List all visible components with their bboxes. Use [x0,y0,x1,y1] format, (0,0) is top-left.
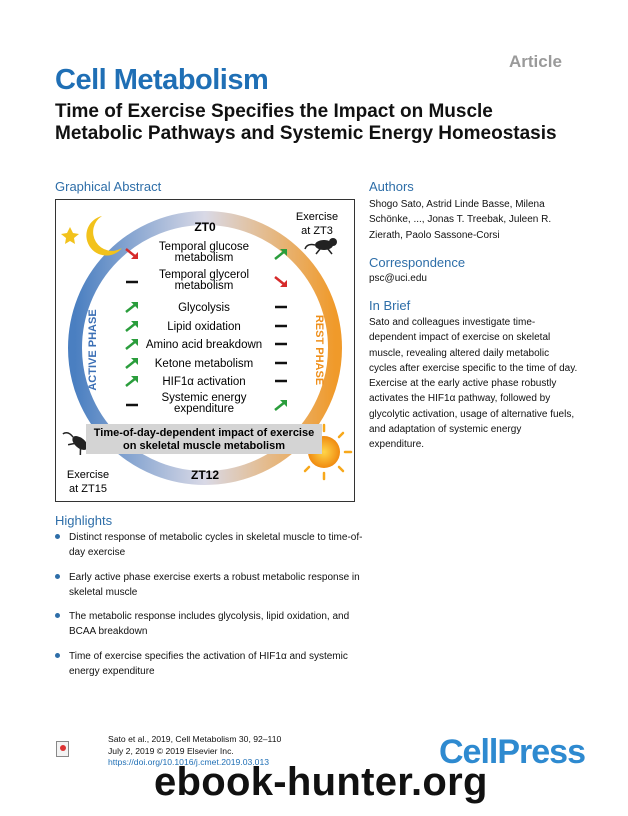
metabolic-row-label: Temporal glucose [159,241,249,253]
journal-title: Cell Metabolism [55,64,269,96]
right-up-arrow-icon [274,400,287,411]
metabolic-row-label: HIF1α activation [162,376,245,388]
zt0-label: ZT0 [194,220,216,234]
metabolic-row-label: expenditure [174,403,234,415]
exercise-zt15-line1: Exercise [67,469,109,481]
authors-list: Shogo Sato, Astrid Linde Basse, Milena S… [369,199,552,241]
zt12-label: ZT12 [191,468,219,482]
citation-line1: Sato et al., 2019, Cell Metabolism 30, 9… [108,734,282,744]
doi-link[interactable]: https://doi.org/10.1016/j.cmet.2019.03.0… [108,757,270,767]
left-up-arrow-icon [125,339,138,350]
left-down-arrow-icon [125,248,138,259]
article-type-label: Article [509,52,562,71]
caption-line1: Time-of-day-dependent impact of exercise [94,427,314,439]
exercise-zt15-line2: at ZT15 [69,483,107,495]
graphical-abstract-svg: ZT0 ZT12 Exercise at ZT3 Exercise at ZT1… [61,211,353,495]
bullet-icon [55,574,60,579]
citation: Sato et al., 2019, Cell Metabolism 30, 9… [108,734,281,769]
cellpress-logo: CellPress [439,733,586,771]
left-up-arrow-icon [125,376,138,387]
watermark: ebook-hunter.org [154,760,488,804]
graphical-abstract-figure: ZT0 ZT12 Exercise at ZT3 Exercise at ZT1… [55,199,355,502]
day-cycle-ring [68,211,342,485]
correspondence-heading: Correspondence [369,255,466,270]
metabolic-row-label: Systemic energy [161,392,246,404]
metabolic-row-label: Amino acid breakdown [146,339,262,351]
left-up-arrow-icon [125,302,138,313]
correspondence-email[interactable]: psc@uci.edu [369,273,427,284]
metabolic-row-label: Lipid oxidation [167,321,241,333]
highlight-item: Time of exercise specifies the activatio… [55,649,365,679]
exercise-zt3-line1: Exercise [296,211,338,223]
graphical-abstract-heading: Graphical Abstract [55,179,162,194]
bullet-icon [55,653,60,658]
right-down-arrow-icon [274,276,287,287]
caption-line2: on skeletal muscle metabolism [123,440,285,452]
paper-title: Time of Exercise Specifies the Impact on… [55,101,557,144]
highlights-heading: Highlights [55,513,113,528]
metabolic-row-label: metabolism [175,280,234,292]
authors-heading: Authors [369,179,414,194]
active-phase-label: ACTIVE PHASE [87,309,99,390]
metabolic-row-label: Ketone metabolism [155,358,253,370]
moon-icon [61,216,122,256]
metabolic-row-label: metabolism [175,252,234,264]
metabolic-row-label: Temporal glycerol [159,269,249,281]
highlight-item: Distinct response of metabolic cycles in… [55,530,365,560]
bullet-icon [55,534,60,539]
metabolic-row-label: Glycolysis [178,302,230,314]
in-brief-heading: In Brief [369,298,411,313]
bullet-icon [55,613,60,618]
highlight-item: Early active phase exercise exerts a rob… [55,570,365,600]
left-up-arrow-icon [125,321,138,332]
caption-band [86,424,322,454]
crossmark-icon[interactable] [56,741,69,757]
citation-line2: July 2, 2019 © 2019 Elsevier Inc. [108,745,234,756]
right-up-arrow-icon [274,249,287,260]
running-mouse-icon [304,238,337,255]
highlight-item: The metabolic response includes glycolys… [55,609,365,639]
in-brief-text: Sato and colleagues investigate time-dep… [369,317,578,451]
rest-phase-label: REST PHASE [313,315,325,385]
left-up-arrow-icon [125,358,138,369]
exercise-zt3-line2: at ZT3 [301,225,333,237]
